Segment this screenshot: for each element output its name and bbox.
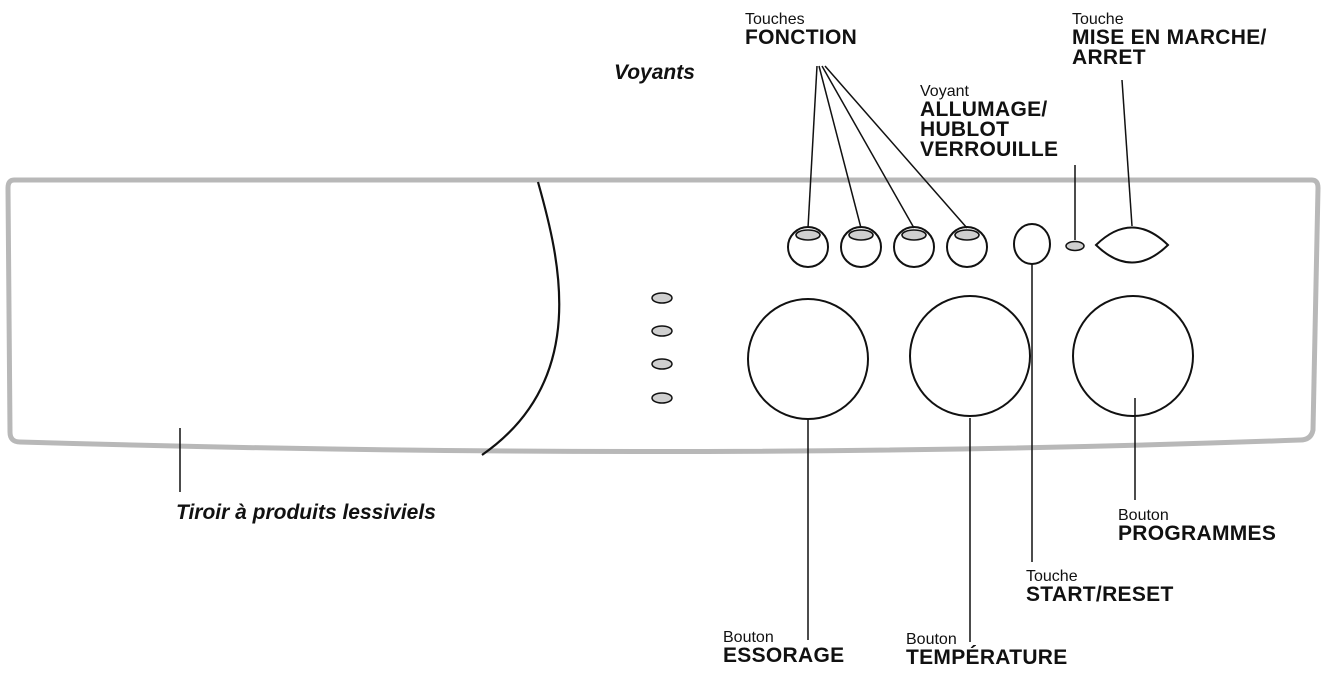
voyant-allumage-label: Voyant ALLUMAGE/ HUBLOT VERROUILLE <box>920 83 1059 161</box>
indicator-lights <box>651 292 673 404</box>
programmes-label: Bouton PROGRAMMES <box>1118 507 1277 545</box>
program-knob[interactable] <box>1072 295 1194 417</box>
voyant-allumage-label-line3: VERROUILLE <box>920 138 1059 161</box>
function-buttons[interactable] <box>787 226 988 268</box>
indicator-light <box>651 292 673 304</box>
fonction-label: Touches FONCTION <box>745 11 858 49</box>
programmes-label-small: Bouton <box>1118 507 1169 524</box>
temperature-knob[interactable] <box>909 295 1031 417</box>
start-reset-label: Touche START/RESET <box>1026 568 1174 606</box>
power-door-lock-led <box>1065 240 1085 252</box>
mise-en-marche-label-small: Touche <box>1072 11 1124 28</box>
essorage-label-small: Bouton <box>723 629 774 646</box>
fonction-label-big: FONCTION <box>745 26 858 49</box>
function-button[interactable] <box>840 226 882 268</box>
on-off-button[interactable] <box>1094 226 1170 264</box>
voyant-allumage-label-line2: HUBLOT <box>920 118 1010 141</box>
temperature-label-small: Bouton <box>906 631 957 648</box>
mise-en-marche-label: Touche MISE EN MARCHE/ ARRET <box>1072 11 1267 69</box>
indicator-light <box>651 392 673 404</box>
start-reset-label-big: START/RESET <box>1026 583 1174 606</box>
start-reset-button[interactable] <box>1013 223 1051 265</box>
tiroir-label: Tiroir à produits lessiviels <box>176 501 436 524</box>
indicator-light <box>651 325 673 337</box>
temperature-label: Bouton TEMPÉRATURE <box>906 631 1068 669</box>
fonction-label-small: Touches <box>745 11 805 28</box>
temperature-label-big: TEMPÉRATURE <box>906 646 1068 669</box>
start-reset-label-small: Touche <box>1026 568 1078 585</box>
spin-knob[interactable] <box>747 298 869 420</box>
mise-en-marche-label-line1: MISE EN MARCHE/ <box>1072 26 1267 49</box>
detergent-drawer-edge <box>481 181 561 456</box>
essorage-label: Bouton ESSORAGE <box>723 629 845 667</box>
essorage-label-big: ESSORAGE <box>723 644 845 667</box>
voyant-allumage-label-small: Voyant <box>920 83 969 100</box>
indicator-light <box>651 358 673 370</box>
mise-en-marche-label-line2: ARRET <box>1072 46 1146 69</box>
function-button[interactable] <box>946 226 988 268</box>
control-panel-outline <box>5 177 1321 455</box>
voyant-allumage-label-line1: ALLUMAGE/ <box>920 98 1048 121</box>
function-button[interactable] <box>893 226 935 268</box>
leader-lines <box>179 65 1136 642</box>
programmes-label-big: PROGRAMMES <box>1118 522 1277 545</box>
voyants-label: Voyants <box>614 61 695 84</box>
function-button[interactable] <box>787 226 829 268</box>
